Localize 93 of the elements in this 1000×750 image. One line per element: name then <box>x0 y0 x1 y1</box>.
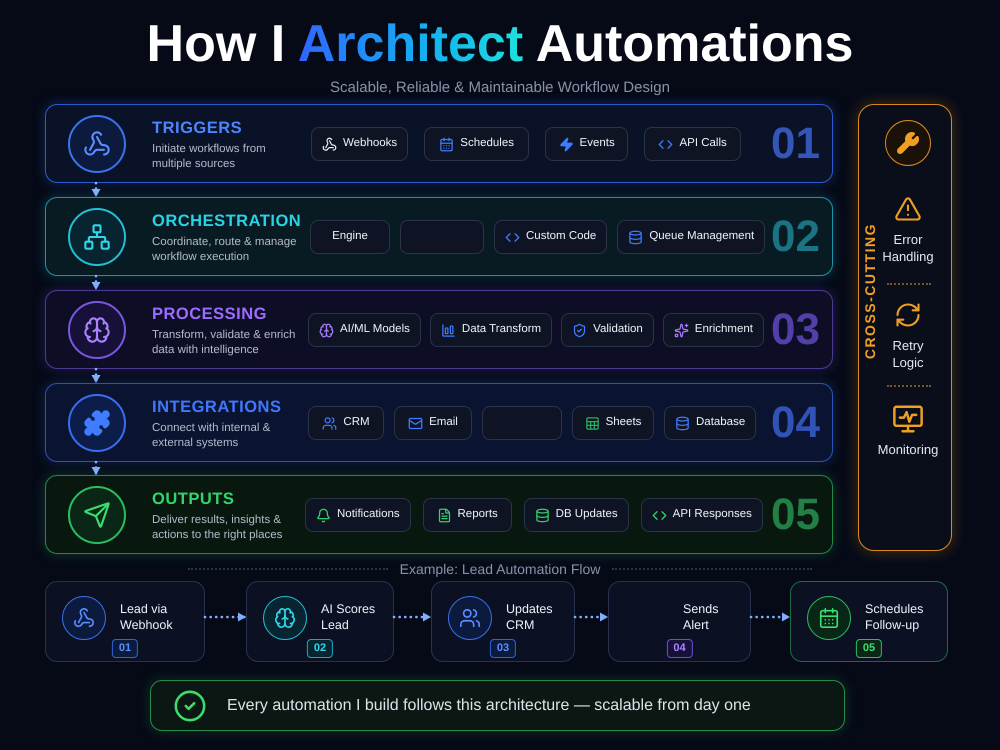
tool-chip <box>617 220 766 254</box>
layer-title: OUTPUTS <box>152 489 234 509</box>
banner-text: Every automation I build follows this architecture — scalable from day one <box>227 696 751 716</box>
layer-number: 01 <box>771 120 820 168</box>
dotted-arrow <box>92 182 100 198</box>
layer-band <box>45 475 833 554</box>
tool-chip <box>640 498 763 532</box>
item-label: Error Handling <box>881 231 935 265</box>
layer-description: Transform, validate & enrich data with intelligence <box>152 328 296 358</box>
layer-title: TRIGGERS <box>152 118 242 138</box>
step-card <box>431 581 575 662</box>
layer-description: Coordinate, route & manage workflow execution <box>152 235 298 265</box>
dotted-arrow <box>750 612 792 622</box>
chip-label: API Calls <box>679 136 727 152</box>
tool-chip <box>305 498 411 532</box>
layer-band <box>45 104 833 183</box>
step-label: Sends Alert <box>683 601 720 633</box>
layer-band <box>45 383 833 462</box>
cross-cutting-panel <box>858 104 952 551</box>
step-number-badge: 03 <box>490 639 516 658</box>
chip-label: Validation <box>593 322 643 338</box>
step-number-badge: 01 <box>112 639 138 658</box>
chip-label: Custom Code <box>526 229 596 244</box>
tool-chip <box>400 220 484 254</box>
item-label: Retry Logic <box>891 337 925 371</box>
tool-chip <box>664 406 756 440</box>
step-label: Lead via Webhook <box>120 601 174 633</box>
layer-number: 04 <box>771 399 820 447</box>
step-card <box>246 581 394 662</box>
chip-label: Schedules <box>460 136 514 152</box>
dotted-arrow <box>574 612 610 622</box>
layer-number: 05 <box>771 491 820 539</box>
tool-chip <box>482 406 562 440</box>
layer-title: PROCESSING <box>152 304 268 324</box>
tool-chip <box>572 406 654 440</box>
step-card <box>608 581 751 662</box>
tool-chip <box>310 220 390 254</box>
tool-chip <box>308 406 384 440</box>
subtitle: Scalable, Reliable & Maintainable Workflow Design <box>330 78 670 98</box>
chip-label: Email <box>429 415 458 430</box>
step-number-badge: 05 <box>856 639 882 658</box>
step-label: Updates CRM <box>506 601 554 633</box>
chip-label: AI/ML Models <box>340 322 410 338</box>
item-label: Monitoring <box>876 441 940 458</box>
chip-label: CRM <box>343 415 370 430</box>
step-number-badge: 02 <box>306 639 334 658</box>
layer-band <box>45 290 833 369</box>
layer-number: 02 <box>771 213 820 261</box>
dotted-arrow <box>92 368 100 384</box>
tool-chip <box>494 220 608 254</box>
dotted-arrow <box>92 274 100 292</box>
tool-chip <box>430 313 552 347</box>
dotted-arrow <box>92 460 100 476</box>
tool-chip <box>394 406 472 440</box>
tool-chip <box>545 127 628 161</box>
chip-label: Data Transform <box>462 322 542 338</box>
step-card <box>790 581 948 662</box>
section-label: Example: Lead Automation Flow <box>400 560 600 579</box>
page-title: How I Architect Automations <box>146 14 854 74</box>
tool-chip <box>422 498 512 532</box>
layer-number: 03 <box>771 306 820 354</box>
step-label: AI Scores Lead <box>321 601 376 633</box>
dotted-arrow <box>204 612 248 622</box>
tool-chip <box>524 498 629 532</box>
step-card <box>45 581 205 662</box>
layer-title: INTEGRATIONS <box>152 397 282 417</box>
tool-chip <box>424 127 530 161</box>
layer-description: Initiate workflows from multiple sources <box>152 142 267 172</box>
tool-chip <box>644 127 742 161</box>
layer-description: Deliver results, insights & actions to the right places <box>152 513 284 543</box>
chip-label: Sheets <box>606 415 642 430</box>
tool-chip <box>561 313 654 347</box>
step-number-badge: 04 <box>666 639 693 658</box>
chip-label: Engine <box>332 229 368 244</box>
chip-label: Reports <box>458 507 498 522</box>
chip-label: Database <box>696 415 746 430</box>
tool-chip <box>662 313 764 347</box>
layer-title: ORCHESTRATION <box>152 211 302 231</box>
chip-label: Events <box>580 136 615 152</box>
layer-band <box>45 197 833 276</box>
dotted-arrow <box>392 612 432 622</box>
chip-label: Queue Management <box>649 229 754 244</box>
chip-label: Webhooks <box>343 136 398 152</box>
tool-chip <box>308 313 421 347</box>
step-label: Schedules Follow-up <box>865 601 924 633</box>
chip-label: Enrichment <box>694 322 753 338</box>
chip-label: DB Updates <box>556 507 618 522</box>
tool-chip <box>311 127 408 161</box>
summary-banner <box>150 680 845 731</box>
panel-heading: CROSS-CUTTING <box>862 223 878 360</box>
chip-label: API Responses <box>672 507 752 522</box>
chip-label: Notifications <box>337 507 400 522</box>
layer-description: Connect with internal & external systems <box>152 421 272 451</box>
